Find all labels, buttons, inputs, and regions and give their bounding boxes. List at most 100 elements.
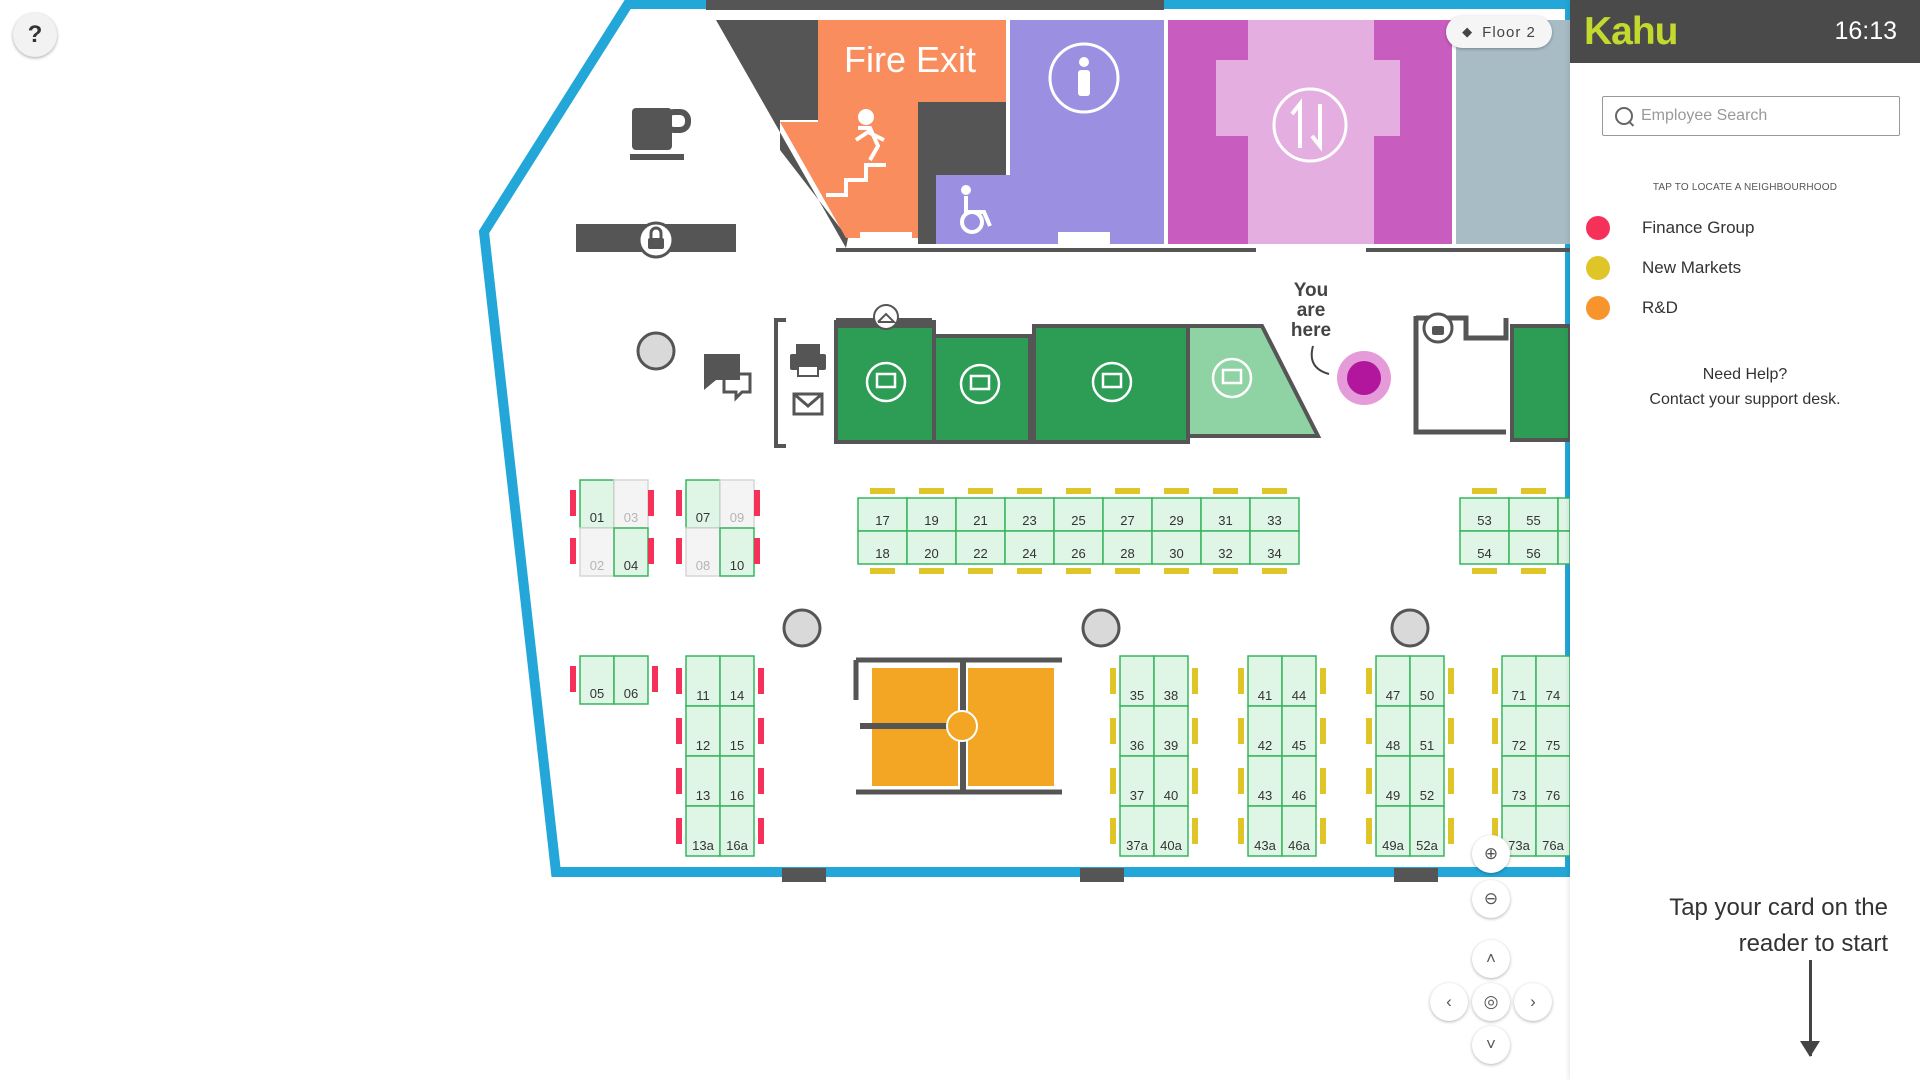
desk[interactable] <box>1119 755 1155 807</box>
desk[interactable] <box>685 755 721 807</box>
neighbourhood-label: R&D <box>1642 298 1678 317</box>
neighbourhood-finance-group[interactable]: Finance Group <box>1586 216 1754 240</box>
zoom-out-button[interactable]: ⊖ <box>1472 880 1510 918</box>
desk[interactable] <box>1535 705 1570 757</box>
desk[interactable] <box>1249 497 1300 532</box>
meeting-room[interactable] <box>834 320 936 444</box>
chair <box>1262 568 1287 574</box>
pan-up-button[interactable]: ˄ <box>1472 940 1510 978</box>
desk[interactable] <box>685 655 721 707</box>
desk[interactable] <box>1004 497 1055 532</box>
desk[interactable] <box>1535 805 1570 857</box>
desk[interactable] <box>719 755 755 807</box>
desk[interactable] <box>1409 705 1445 757</box>
printer-icon <box>790 344 826 377</box>
desk[interactable] <box>906 530 957 565</box>
fire-exit-label: Fire Exit <box>844 39 976 80</box>
mail-icon <box>792 392 824 416</box>
desk[interactable] <box>613 527 649 577</box>
fire-exit-icon <box>826 109 886 197</box>
desk[interactable] <box>857 497 908 532</box>
desk[interactable] <box>1200 530 1251 565</box>
desk-number: 12 <box>696 738 710 753</box>
chair <box>1448 718 1454 744</box>
desk-number: 55 <box>1526 513 1540 528</box>
desk[interactable] <box>1247 755 1283 807</box>
desk[interactable] <box>1281 655 1317 707</box>
desk[interactable] <box>685 705 721 757</box>
recenter-button[interactable]: ◎ <box>1472 983 1510 1021</box>
desk[interactable] <box>1281 755 1317 807</box>
desk[interactable] <box>1153 755 1189 807</box>
desk[interactable] <box>1281 805 1317 857</box>
desk[interactable] <box>1409 805 1445 857</box>
desk[interactable] <box>719 655 755 707</box>
meeting-room[interactable] <box>1032 324 1190 444</box>
need-help-line: Need Help? <box>1702 366 1788 383</box>
desk[interactable] <box>857 530 908 565</box>
desk[interactable] <box>1557 497 1570 532</box>
help-button[interactable]: ? <box>13 13 57 57</box>
desk[interactable] <box>1249 530 1300 565</box>
desk[interactable] <box>1375 655 1411 707</box>
desk[interactable] <box>1375 805 1411 857</box>
desk-number: 14 <box>730 688 744 703</box>
chair <box>652 666 658 692</box>
desk[interactable] <box>719 705 755 757</box>
neighbourhood-new-markets[interactable]: New Markets <box>1586 256 1741 280</box>
desk[interactable] <box>1247 655 1283 707</box>
desk[interactable] <box>613 655 649 705</box>
zoom-out-icon: ⊖ <box>1483 889 1499 908</box>
lock-icon <box>637 221 675 259</box>
desk[interactable] <box>1200 497 1251 532</box>
desk[interactable] <box>1459 530 1510 565</box>
chair <box>1115 568 1140 574</box>
desk[interactable] <box>1153 655 1189 707</box>
floor-selector[interactable]: ◆ Floor 2 <box>1446 16 1552 48</box>
meeting-room[interactable] <box>1510 324 1570 442</box>
desk-number: 56 <box>1526 546 1540 561</box>
desk[interactable] <box>1247 805 1283 857</box>
desk[interactable] <box>1409 755 1445 807</box>
chair <box>758 718 764 744</box>
desk[interactable] <box>719 805 755 857</box>
desk[interactable] <box>1153 705 1189 757</box>
desk[interactable] <box>1102 497 1153 532</box>
desk[interactable] <box>1535 655 1570 707</box>
desk-number: 52a <box>1416 838 1438 853</box>
desk[interactable] <box>685 527 721 577</box>
desk[interactable] <box>613 479 649 529</box>
chair <box>870 568 895 574</box>
desk[interactable] <box>1557 530 1570 565</box>
media-room[interactable] <box>1186 324 1322 438</box>
neighbourhood-rnd[interactable]: R&D <box>1586 296 1678 320</box>
desk-number: 03 <box>624 510 638 525</box>
kahu-logo: Kahu <box>1584 9 1678 53</box>
chair <box>1472 488 1497 494</box>
desk[interactable] <box>579 479 615 529</box>
desk[interactable] <box>1153 805 1189 857</box>
chair <box>1366 668 1372 694</box>
desk[interactable] <box>1281 705 1317 757</box>
desk[interactable] <box>955 530 1006 565</box>
pan-down-button[interactable]: ˅ <box>1472 1026 1510 1064</box>
you-are-here-arrow <box>1310 345 1330 375</box>
chair <box>758 768 764 794</box>
zoom-in-button[interactable]: ⊕ <box>1472 835 1510 873</box>
desk[interactable] <box>1501 655 1537 707</box>
desk[interactable] <box>579 655 615 705</box>
desk[interactable] <box>1102 530 1153 565</box>
employee-search-input[interactable]: Employee Search <box>1602 96 1900 136</box>
desk[interactable] <box>719 527 755 577</box>
quiet-room[interactable] <box>968 668 1054 786</box>
pan-left-button[interactable]: ‹ <box>1430 983 1468 1021</box>
desk[interactable] <box>579 527 615 577</box>
desk[interactable] <box>1459 497 1510 532</box>
pan-right-button[interactable]: › <box>1514 983 1552 1021</box>
floor-map[interactable]: Fire Exit <box>0 0 1570 1080</box>
pillar <box>782 608 822 648</box>
desk[interactable] <box>1508 530 1559 565</box>
chair <box>1521 488 1546 494</box>
desk[interactable] <box>1004 530 1055 565</box>
floor-plan-canvas[interactable]: Fire Exit <box>0 0 1570 1080</box>
